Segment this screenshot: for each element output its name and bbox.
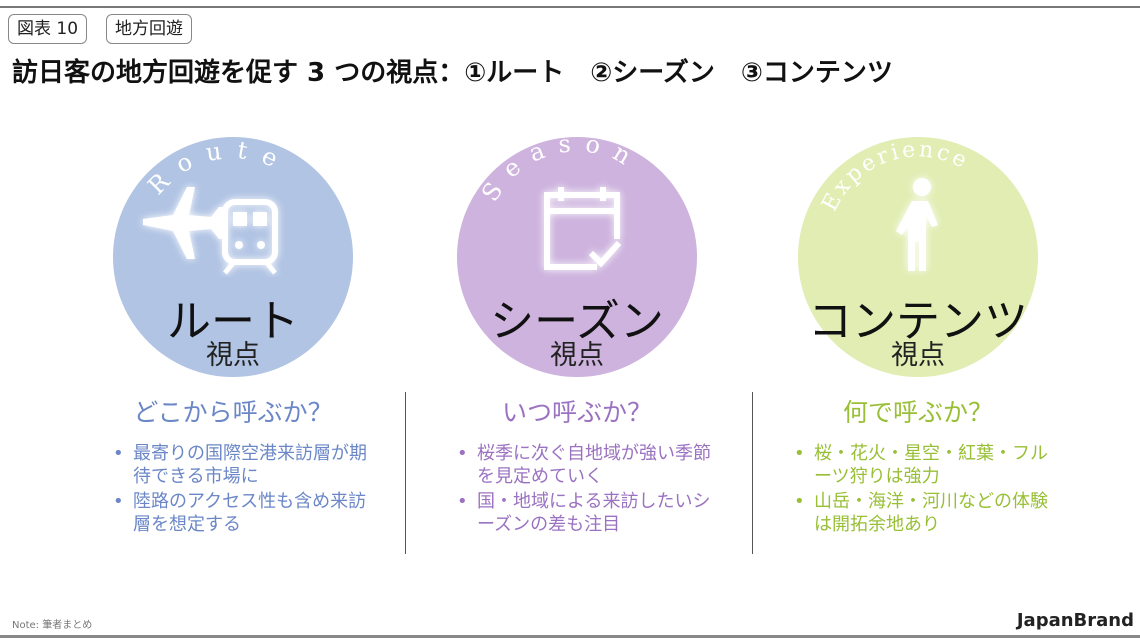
column-divider xyxy=(752,392,753,554)
season-circle xyxy=(457,137,697,377)
route-heading: ルート xyxy=(167,296,299,347)
route-question: どこから呼ぶか？ xyxy=(133,398,333,427)
plane-train-icon xyxy=(143,187,278,275)
category-tag: 地方回遊 xyxy=(106,14,192,44)
season-heading: シーズン xyxy=(490,296,664,347)
list-item: 最寄りの国際空港来訪層が期待できる市場に xyxy=(111,442,371,488)
season-bullets: 桜季に次ぐ自地域が強い季節を見定めていく 国・地域による来訪したいシーズンの差も… xyxy=(455,442,715,538)
column-divider xyxy=(405,392,406,554)
contents-question: 何で呼ぶか？ xyxy=(842,398,993,427)
walking-person-icon xyxy=(896,178,938,271)
contents-subheading: 視点 xyxy=(891,340,945,371)
calendar-check-icon xyxy=(544,187,622,270)
brand-logo: JapanBrand xyxy=(1016,610,1134,631)
figure-number-tag: 図表 10 xyxy=(8,14,88,44)
season-subheading: 視点 xyxy=(550,340,604,371)
top-rule xyxy=(0,6,1140,8)
route-arc-label: Route xyxy=(142,137,281,200)
contents-bullets: 桜・花火・星空・紅葉・フルーツ狩りは強力 山岳・海洋・河川などの体験は開拓余地あ… xyxy=(792,442,1062,538)
route-circle xyxy=(113,137,353,377)
list-item: 山岳・海洋・河川などの体験は開拓余地あり xyxy=(792,490,1062,536)
list-item: 桜・花火・星空・紅葉・フルーツ狩りは強力 xyxy=(792,442,1062,488)
contents-circle xyxy=(798,137,1038,377)
contents-arc-label: Experience xyxy=(817,137,970,215)
list-item: 陸路のアクセス性も含め来訪層を想定する xyxy=(111,490,371,536)
list-item: 国・地域による来訪したいシーズンの差も注目 xyxy=(455,490,715,536)
route-bullets: 最寄りの国際空港来訪層が期待できる市場に 陸路のアクセス性も含め来訪層を想定する xyxy=(111,442,371,538)
contents-heading: コンテンツ xyxy=(808,296,1028,347)
season-question: いつ呼ぶか？ xyxy=(501,398,652,427)
list-item: 桜季に次ぐ自地域が強い季節を見定めていく xyxy=(455,442,715,488)
page-title: 訪日客の地方回遊を促す 3 つの視点：①ルート ②シーズン ③コンテンツ xyxy=(12,58,893,88)
route-subheading: 視点 xyxy=(206,340,260,371)
bottom-rule xyxy=(0,635,1140,638)
source-note: Note: 筆者まとめ xyxy=(12,620,93,631)
